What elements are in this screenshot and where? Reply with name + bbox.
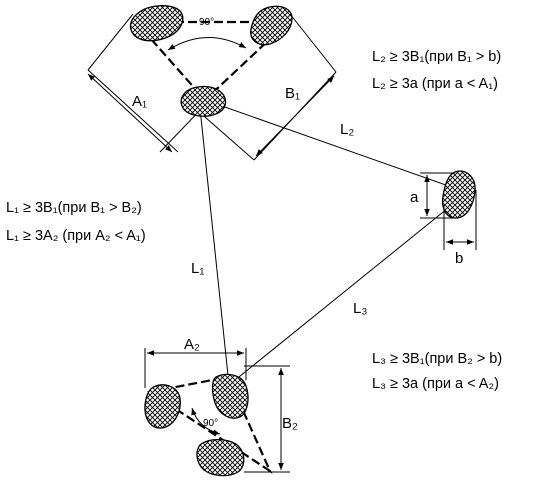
dimension-A1-line (87, 73, 173, 153)
label-b: b (455, 250, 463, 267)
label-L3: L₃ (353, 300, 367, 317)
top-angle-arc (167, 37, 247, 51)
formula-left-2: L₁ ≥ 3A₂ (при A₂ < A₁) (6, 228, 146, 244)
top-right-object (250, 5, 293, 46)
formula-top-right-2: L₂ ≥ 3a (при a < A₁) (372, 76, 498, 92)
bottom-left-object (144, 384, 181, 429)
bottom-angle-arc (191, 407, 221, 435)
label-a: a (410, 189, 419, 206)
top-dashed-triangle (133, 20, 291, 102)
bottom-dimension-ext-lines (144, 348, 290, 473)
right-object (441, 170, 476, 219)
dimension-B1-line (255, 75, 335, 157)
label-A1: A₁ (132, 93, 147, 110)
line-L3 (228, 199, 459, 386)
label-B2: B₂ (282, 415, 298, 432)
label-B1: B₁ (285, 85, 300, 102)
bottom-bottom-object (196, 438, 245, 477)
label-A2: A₂ (184, 336, 200, 353)
bottom-angle-label: 90° (203, 418, 218, 429)
bottom-right-object (211, 373, 249, 419)
right-dimension-ext-lines (420, 172, 477, 250)
formula-left-1: L₁ ≥ 3B₁(при B₁ > B₂) (6, 200, 142, 216)
top-angle-label: 90° (199, 17, 214, 28)
top-bottom-object (180, 85, 227, 117)
label-L1: L₁ (191, 260, 204, 277)
formula-top-right-1: L₂ ≥ 3B₁(при B₁ > b) (372, 49, 502, 65)
right-group: a b (410, 170, 477, 267)
top-group: 90° A₁ B₁ (87, 5, 337, 161)
line-L1 (199, 107, 230, 386)
top-left-object (129, 5, 184, 42)
connection-lines (199, 99, 461, 386)
bottom-group: 90° A₂ B₂ (144, 336, 298, 477)
formula-bottom-right-1: L₃ ≥ 3B₁(при B₂ > b) (372, 351, 503, 367)
label-L2: L₂ (340, 121, 354, 138)
formula-bottom-right-2: L₃ ≥ 3a (при a < A₂) (372, 376, 499, 392)
line-L2 (204, 99, 461, 191)
